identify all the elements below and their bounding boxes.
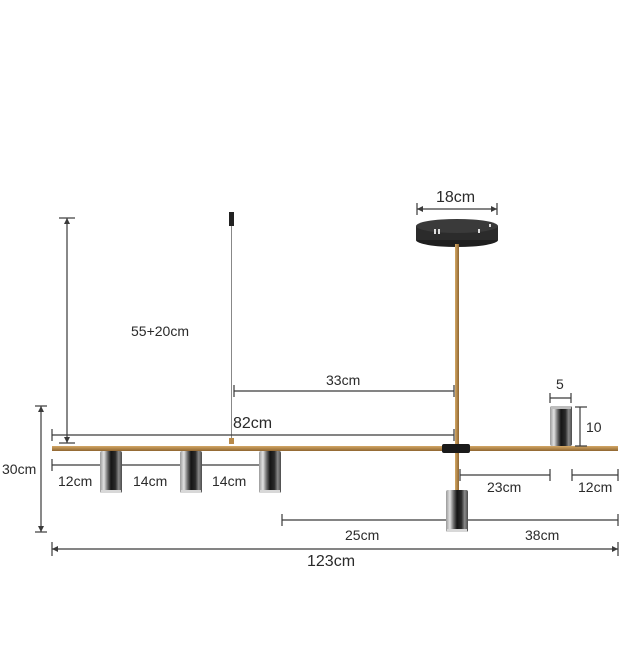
label-spacing-2: 14cm xyxy=(133,473,168,489)
label-lower-right: 38cm xyxy=(525,527,560,543)
label-stem-to-cable: 33cm xyxy=(326,372,361,388)
label-lamp-width: 5 xyxy=(556,376,564,392)
spotlight-1 xyxy=(100,451,122,493)
label-right-spacing-2: 12cm xyxy=(578,479,613,495)
label-canopy-diameter: 18cm xyxy=(436,189,476,206)
canopy xyxy=(416,219,498,247)
label-spacing-3: 14cm xyxy=(212,473,247,489)
vertical-stem xyxy=(455,244,459,492)
label-lower-left: 25cm xyxy=(345,527,380,543)
label-spacing-1: 12cm xyxy=(58,473,93,489)
dimension-lines xyxy=(35,203,619,556)
spotlight-3 xyxy=(259,451,281,493)
suspension-cable xyxy=(229,212,234,444)
spotlight-stem-bottom xyxy=(446,490,468,532)
spotlight-upward xyxy=(550,406,572,446)
arrowheads xyxy=(38,206,618,552)
label-total-length: 123cm xyxy=(307,553,356,570)
bar-connector xyxy=(442,444,470,453)
label-cable-length: 55+20cm xyxy=(131,323,189,339)
label-bar-left-to-stem: 82cm xyxy=(233,415,273,432)
label-right-spacing-1: 23cm xyxy=(487,479,522,495)
horizontal-bar xyxy=(52,446,618,451)
label-lamp-height: 10 xyxy=(586,419,602,435)
spotlight-2 xyxy=(180,451,202,493)
label-total-height: 30cm xyxy=(2,461,37,477)
